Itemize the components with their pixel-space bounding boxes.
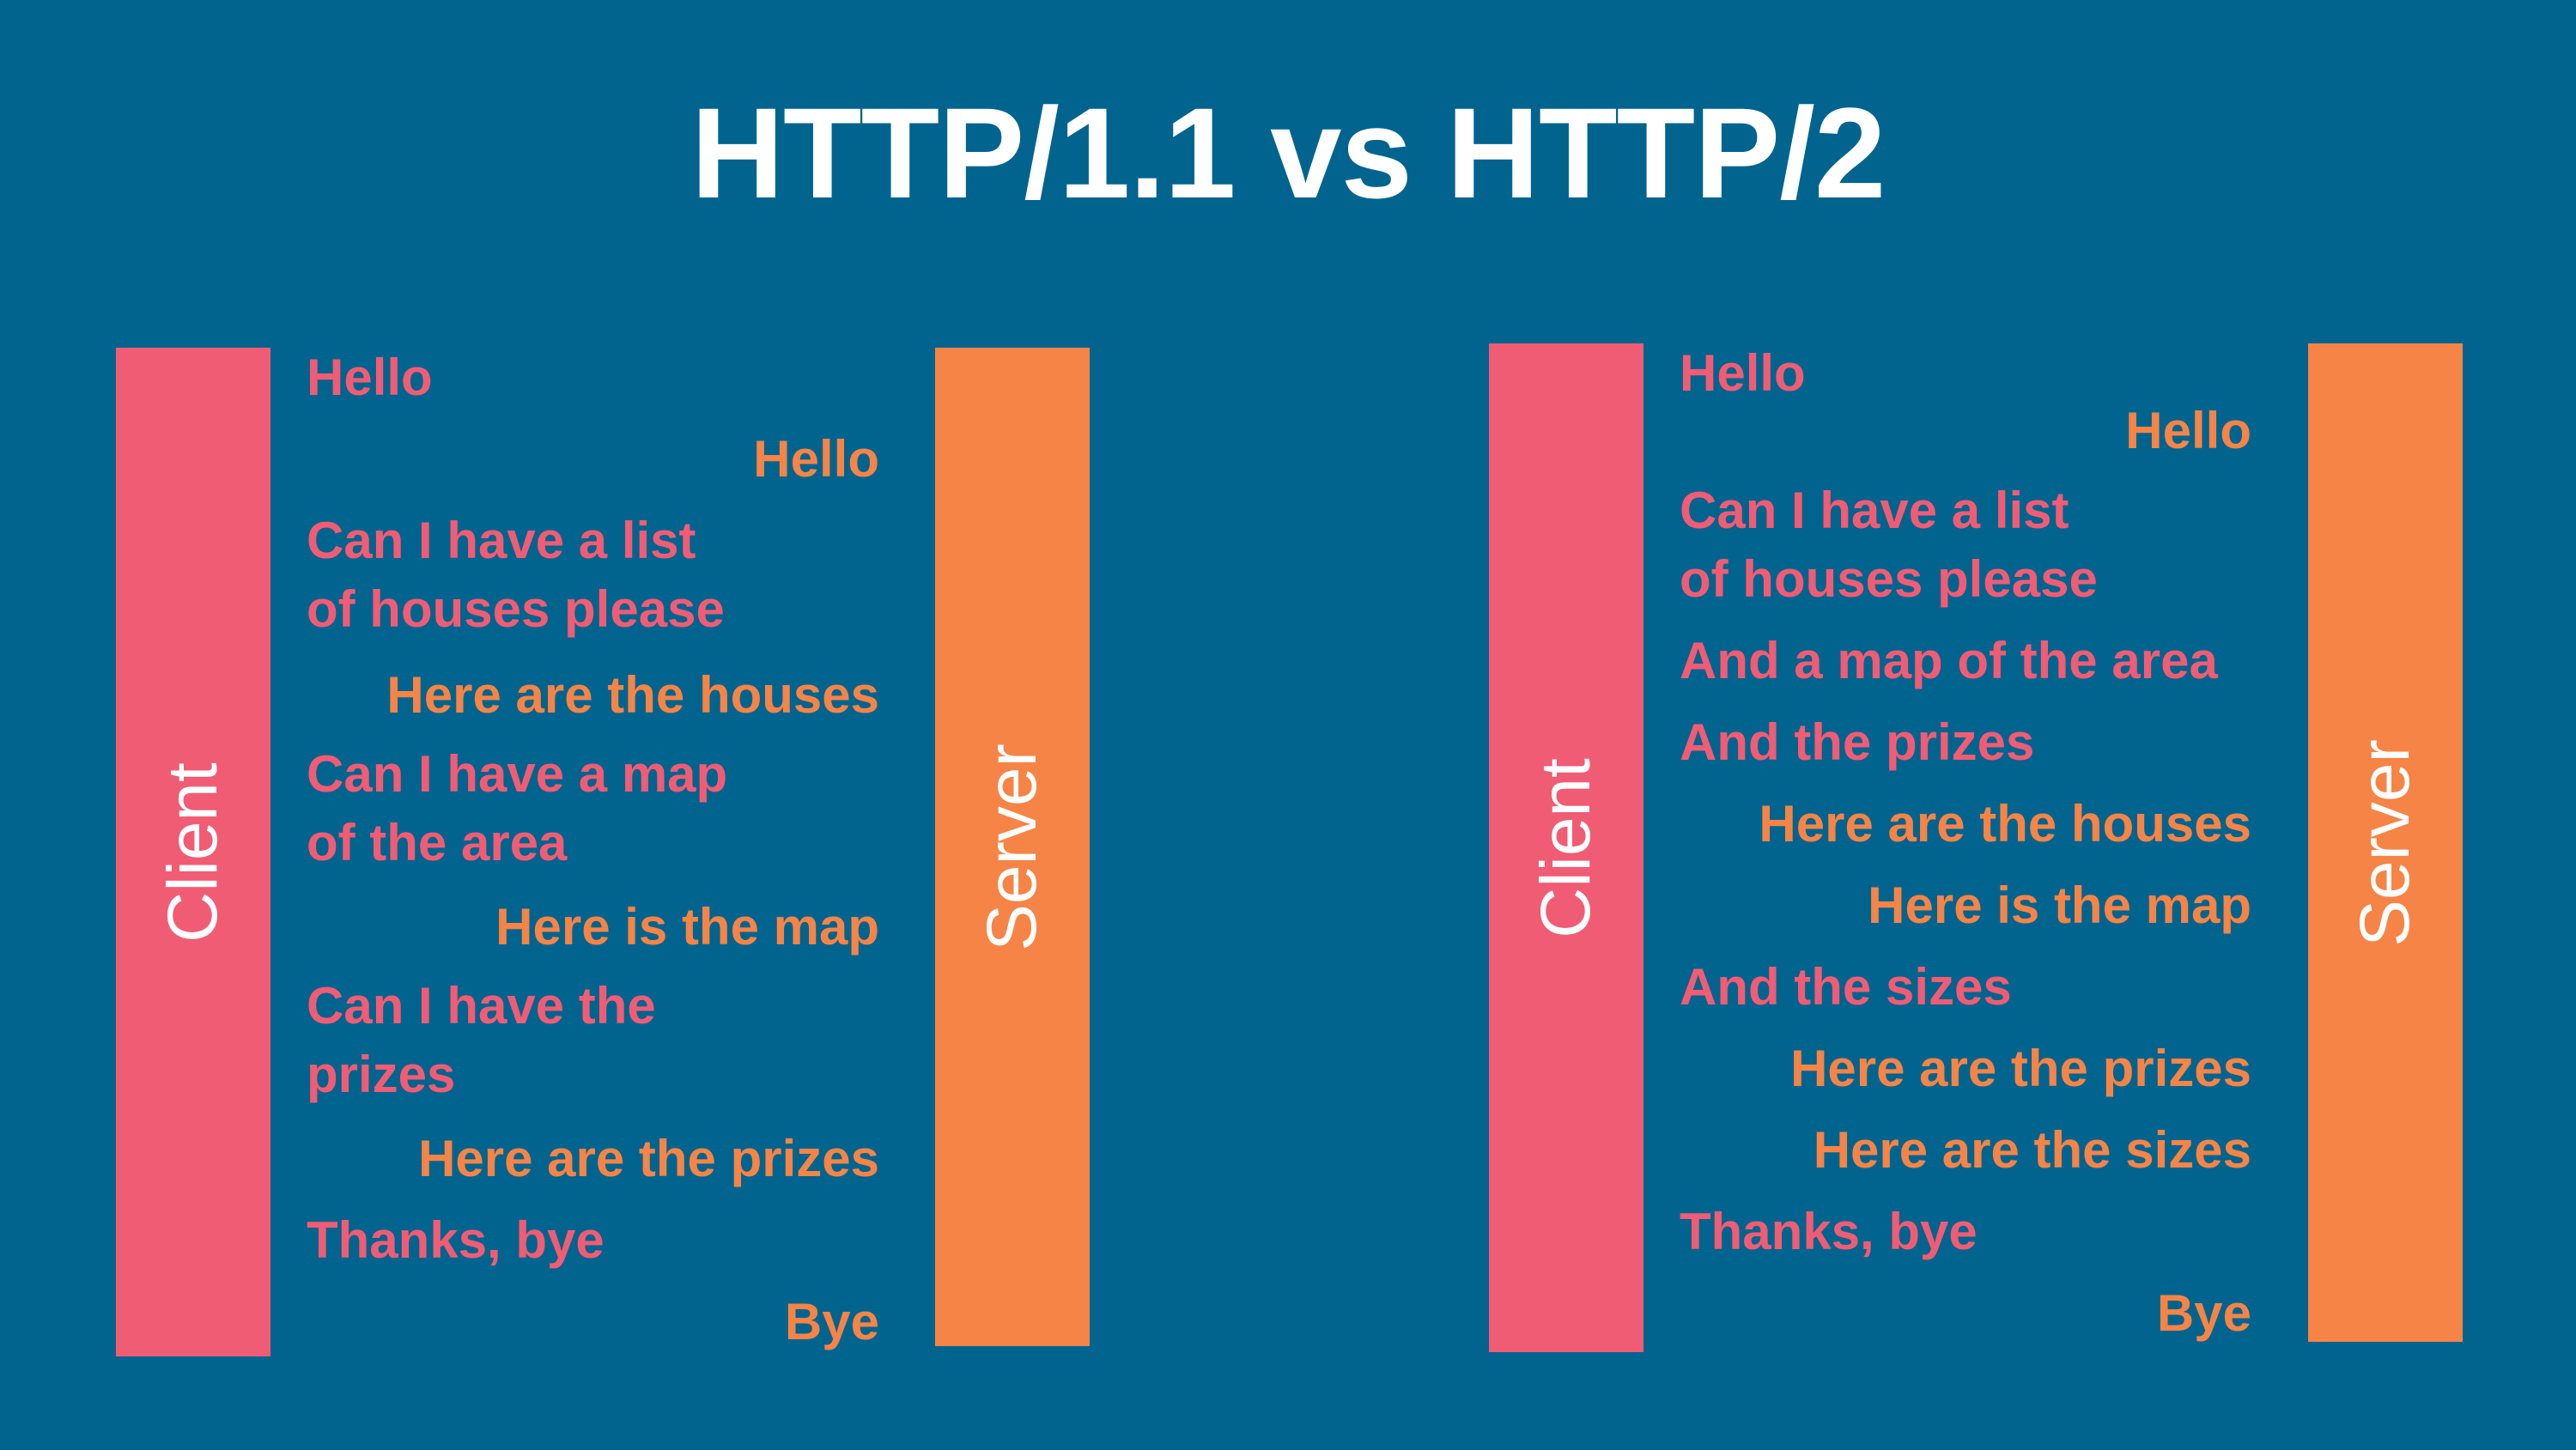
- http1-message-line: Can I have a map: [307, 745, 728, 803]
- http1-server-message: Here are the prizes: [418, 1125, 879, 1193]
- http1-server-message: Hello: [753, 425, 879, 494]
- http1-message-line: Hello: [753, 430, 879, 488]
- http2-client-message: And a map of the area: [1680, 627, 2218, 695]
- http2-client-message: And the prizes: [1680, 708, 2034, 777]
- http2-server-message: Here are the sizes: [1814, 1116, 2251, 1185]
- http2-server-message: Hello: [2125, 397, 2251, 465]
- http2-message-line: And the prizes: [1680, 713, 2035, 771]
- http1-message-line: Can I have a list: [307, 512, 696, 569]
- http2-server-label: Server: [2346, 738, 2424, 947]
- http2-message-line: Thanks, bye: [1680, 1203, 1978, 1260]
- http1-client-message: Can I have a map of the area: [307, 740, 727, 877]
- http2-server-message: Here are the prizes: [1790, 1034, 2251, 1103]
- http1-client-message: Can I have the prizes: [307, 972, 656, 1109]
- http2-server-message: Here are the houses: [1759, 790, 2251, 858]
- http2-message-line: Here are the prizes: [1790, 1040, 2251, 1097]
- http1-server-message: Here are the houses: [386, 661, 879, 730]
- http2-message-line: Hello: [2125, 402, 2251, 459]
- http2-client-message: Hello: [1680, 339, 1806, 408]
- http1-client-bar: Client: [116, 348, 270, 1356]
- http1-message-line: of the area: [307, 814, 568, 871]
- http2-message-line: And the sizes: [1680, 958, 2012, 1016]
- http2-client-message: Can I have a list of houses please: [1680, 476, 2098, 614]
- http1-message-line: of houses please: [307, 580, 725, 638]
- http2-message-line: And a map of the area: [1680, 632, 2218, 689]
- http2-server-bar: Server: [2308, 343, 2463, 1342]
- http2-message-line: Bye: [2156, 1284, 2251, 1342]
- http1-message-line: Hello: [307, 349, 433, 406]
- http2-message-line: Here are the houses: [1759, 795, 2251, 852]
- http2-server-message: Here is the map: [1868, 871, 2251, 940]
- http1-client-message: Thanks, bye: [307, 1206, 605, 1275]
- http1-server-message: Bye: [785, 1288, 879, 1356]
- http2-client-bar: Client: [1489, 343, 1643, 1352]
- http2-client-label: Client: [1527, 757, 1605, 938]
- http1-server-label: Server: [973, 743, 1051, 951]
- http2-client-message: Thanks, bye: [1680, 1198, 1978, 1266]
- http2-message-line: Can I have a list: [1680, 482, 2069, 539]
- http2-message-line: Here are the sizes: [1813, 1121, 2251, 1179]
- http1-message-line: Bye: [784, 1293, 879, 1350]
- page-title: HTTP/1.1 vs HTTP/2: [690, 81, 1886, 225]
- http1-message-line: Can I have the: [307, 977, 656, 1034]
- http2-client-message: And the sizes: [1680, 953, 2012, 1022]
- http1-message-line: prizes: [307, 1046, 456, 1103]
- http1-client-message: Hello: [307, 343, 433, 412]
- http1-message-line: Here is the map: [495, 898, 879, 956]
- http1-message-line: Here are the houses: [386, 666, 879, 724]
- http2-message-line: Here is the map: [1868, 877, 2251, 934]
- http1-server-bar: Server: [935, 348, 1090, 1346]
- http1-client-message: Can I have a list of houses please: [307, 507, 725, 644]
- http2-server-message: Bye: [2157, 1279, 2251, 1348]
- http1-message-line: Thanks, bye: [307, 1211, 605, 1269]
- http2-message-line: of houses please: [1680, 550, 2098, 608]
- http1-client-label: Client: [154, 761, 232, 943]
- http1-message-line: Here are the prizes: [418, 1130, 879, 1187]
- http1-server-message: Here is the map: [495, 893, 879, 962]
- http2-message-line: Hello: [1680, 344, 1806, 402]
